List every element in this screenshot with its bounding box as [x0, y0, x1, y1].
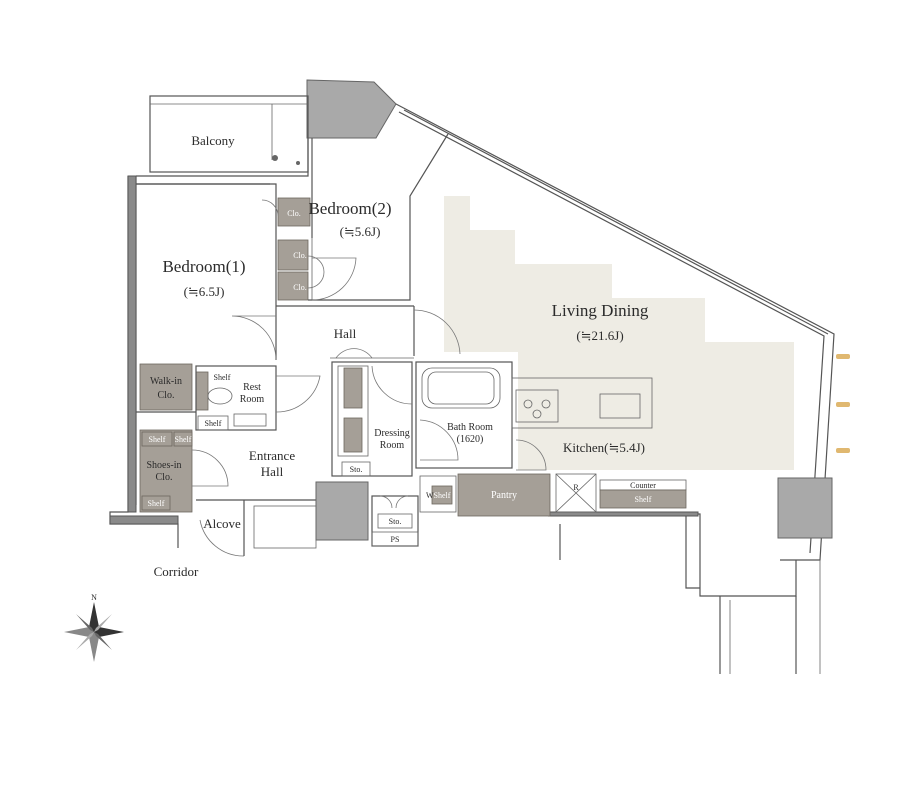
bedroom-1-size: (≒6.5J)	[184, 284, 225, 299]
living-dining-size: (≒21.6J)	[576, 328, 623, 343]
walk-in-closet-label-1: Walk-in	[150, 376, 182, 387]
dressing-room-label-2: Room	[380, 440, 405, 451]
rest-room-lower-shelf-label: Shelf	[205, 419, 222, 428]
washer-label: W	[426, 491, 434, 500]
hall-label: Hall	[334, 326, 357, 341]
bedroom-1-label: Bedroom(1)	[162, 257, 245, 276]
hall-area: Hall	[276, 305, 414, 359]
washer-shelf-label: Shelf	[434, 491, 451, 500]
refrigerator-label: R	[573, 483, 579, 492]
rest-room-shelf-label: Shelf	[214, 373, 231, 382]
bath-room-size: (1620)	[457, 434, 484, 445]
bedroom-1-area: Bedroom(1) (≒6.5J)	[136, 183, 277, 361]
ps-label: PS	[391, 535, 400, 544]
rest-room-label-2: Room	[240, 394, 265, 405]
shoes-in-closet: Shelf Shelf Shoes-in Clo. Shelf	[139, 429, 229, 513]
closet-2-label: Clo.	[293, 251, 307, 260]
sto-label: Sto.	[389, 517, 402, 526]
dressing-room: Dressing Room Sto.	[331, 361, 413, 477]
bedroom-2-label: Bedroom(2)	[308, 199, 391, 218]
rest-room: Shelf Rest Room Shelf	[195, 365, 321, 431]
compass-north-label: N	[91, 593, 97, 602]
balcony-label: Balcony	[191, 133, 235, 148]
dressing-room-label-1: Dressing	[374, 428, 410, 439]
rest-room-label-1: Rest	[243, 382, 261, 393]
washer-pantry: W Shelf Pantry	[419, 473, 551, 517]
alcove-label: Alcove	[203, 516, 241, 531]
shoes-shelf-label-2: Shelf	[175, 435, 192, 444]
shoes-in-closet-label-2: Clo.	[156, 472, 173, 483]
bath-room: Bath Room (1620)	[415, 361, 513, 469]
closet-3-label: Clo.	[293, 283, 307, 292]
counter-shelf-label: Shelf	[635, 495, 652, 504]
kitchen-label: Kitchen(≒5.4J)	[563, 440, 645, 455]
bedroom-2-size: (≒5.6J)	[340, 224, 381, 239]
kitchen-area: Kitchen(≒5.4J) R Counter Shelf	[511, 377, 687, 513]
entrance-hall: Entrance Hall	[196, 448, 317, 549]
bedroom-closets: Clo. Clo. Clo.	[261, 197, 325, 301]
balcony-area: Balcony	[149, 95, 309, 173]
walk-in-closet-label-2: Clo.	[158, 390, 175, 401]
pantry-label: Pantry	[491, 490, 517, 501]
entrance-hall-label-1: Entrance	[249, 448, 295, 463]
closet-1-label: Clo.	[287, 209, 301, 218]
bath-room-label: Bath Room	[447, 422, 493, 433]
compass-rose: N	[64, 593, 124, 662]
shoes-shelf-label-1: Shelf	[149, 435, 166, 444]
corridor-label: Corridor	[154, 564, 199, 579]
outer-walls	[109, 79, 835, 674]
counter-label: Counter	[630, 481, 656, 490]
light-fixtures	[836, 354, 850, 453]
shoes-shelf-label-3: Shelf	[148, 499, 165, 508]
entrance-hall-label-2: Hall	[261, 464, 284, 479]
shoes-in-closet-label-1: Shoes-in	[147, 460, 182, 471]
walk-in-closet: Walk-in Clo.	[136, 363, 209, 413]
alcove-area: Alcove Corridor	[154, 500, 245, 579]
dressing-sto-label: Sto.	[350, 465, 363, 474]
bedroom-2-area: Bedroom(2) (≒5.6J)	[308, 133, 449, 301]
living-dining-label: Living Dining	[552, 301, 649, 320]
central-storage: Sto. PS	[315, 481, 419, 547]
